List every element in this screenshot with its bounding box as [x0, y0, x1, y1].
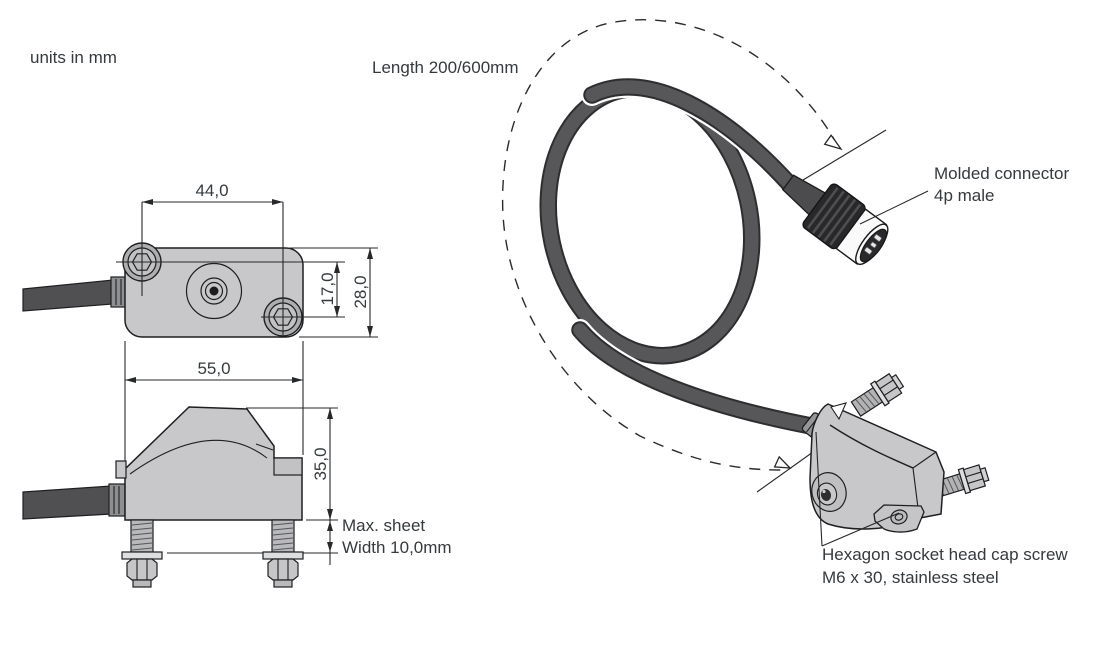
cable-loop-outline	[539, 79, 761, 365]
leader-screw-clamp	[821, 512, 900, 547]
dimension-55: 55,0	[124, 341, 304, 468]
body-bolt-top	[850, 372, 905, 417]
front-view-cable	[22, 485, 112, 520]
body-3d-clamp	[873, 504, 925, 533]
open-arrowhead	[773, 455, 792, 469]
arrowhead	[292, 377, 303, 383]
connector-label-line2: 4p male	[934, 186, 994, 205]
cable-to-connector	[585, 80, 800, 195]
front-view-arch-seam	[129, 439, 268, 475]
cable-loop	[541, 81, 759, 363]
front-view-bolt-left	[121, 519, 163, 588]
screw-label-line1: Hexagon socket head cap screw	[822, 545, 1068, 564]
arrowhead	[327, 542, 333, 552]
dim-55-label: 55,0	[197, 359, 230, 378]
body-3d-sensor-boss	[811, 472, 847, 512]
dim-28-label: 28,0	[351, 275, 370, 308]
cable-to-body	[573, 323, 823, 434]
arrowhead	[125, 377, 136, 383]
sensor-center-dot	[209, 286, 219, 296]
bolt-end	[273, 579, 293, 588]
clamp-screw-head	[890, 509, 908, 525]
bolt-nut	[267, 558, 299, 581]
arrowhead	[334, 262, 340, 273]
sensor-body-3d	[801, 372, 990, 533]
sheet-label-line2: Width 10,0mm	[342, 538, 452, 557]
illustration-3d	[501, 19, 990, 547]
arrowhead	[327, 521, 333, 531]
witness-line-connector-end	[802, 129, 887, 181]
arrowhead	[367, 248, 373, 259]
bolt-washer	[262, 551, 304, 560]
dimension-17: 17,0	[318, 262, 340, 317]
front-view	[22, 406, 338, 588]
dim-35-label: 35,0	[311, 447, 330, 480]
front-view-bolt-right	[262, 519, 304, 588]
screw-label-line2: M6 x 30, stainless steel	[822, 568, 999, 587]
length-dashed-arc	[501, 19, 839, 471]
dimension-28: 28,0	[290, 247, 378, 338]
witness-line-body-end	[756, 451, 814, 493]
bolt-washer	[121, 551, 163, 560]
front-view-cable-gland	[108, 483, 126, 517]
front-view-clamp-plate	[273, 457, 303, 476]
bolt-nut	[126, 558, 158, 581]
body-3d-corner-seam	[912, 451, 937, 469]
top-view-sensor-element	[185, 262, 243, 320]
dim-17-label: 17,0	[318, 272, 337, 305]
bolt-end	[132, 579, 152, 588]
top-view	[22, 202, 345, 338]
arrowhead	[142, 199, 153, 205]
connector-4p-male	[781, 174, 889, 266]
open-arrowhead	[823, 134, 843, 151]
dimension-44: 44,0	[142, 181, 283, 205]
arrowhead	[334, 306, 340, 317]
leader-screw-top	[815, 431, 823, 547]
front-view-left-tab	[115, 460, 127, 479]
connector-pins	[864, 233, 882, 255]
arrowhead	[272, 199, 283, 205]
body-3d-top-seam	[829, 424, 914, 469]
units-note: units in mm	[30, 48, 117, 67]
dimension-sheet-width: Max. sheet Width 10,0mm	[327, 508, 452, 565]
cable	[539, 76, 827, 438]
arrowhead	[327, 408, 333, 419]
top-view-cable-gland	[110, 276, 127, 308]
dimension-35: 35,0	[246, 407, 338, 521]
connector-label-line1: Molded connector	[934, 164, 1069, 183]
body-3d-notch	[830, 402, 847, 421]
front-view-step-edge	[255, 443, 274, 451]
sheet-label-line1: Max. sheet	[342, 516, 425, 535]
length-label: Length 200/600mm	[372, 58, 519, 77]
bolt-end	[979, 467, 990, 483]
dim-44-label: 44,0	[195, 181, 228, 200]
top-view-cable	[22, 279, 114, 312]
body-bolt-right	[937, 464, 990, 497]
front-view-body	[124, 406, 303, 521]
leader-connector	[859, 190, 929, 225]
arrowhead	[367, 326, 373, 337]
bolt-end	[890, 373, 905, 391]
